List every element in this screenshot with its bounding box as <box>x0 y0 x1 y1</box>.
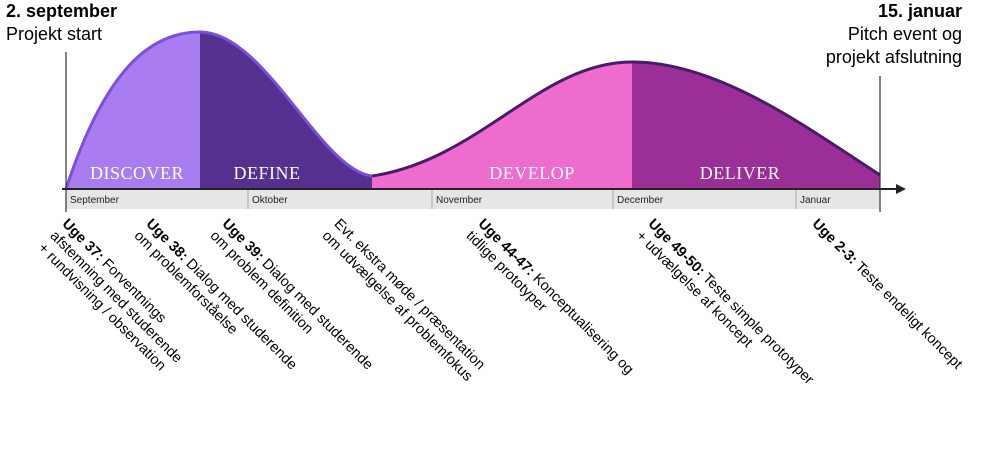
phase-label-discover: DISCOVER <box>90 163 184 183</box>
end-text-line-1: Pitch event og <box>847 24 962 44</box>
phase-label-deliver: DELIVER <box>700 163 780 183</box>
month-band <box>66 189 880 209</box>
discover-define-wave-outline <box>64 30 373 190</box>
project-end-label: 15. januar Pitch event og projekt afslut… <box>826 0 962 69</box>
month-label-januar: Januar <box>800 195 831 206</box>
timeline-arrowhead <box>896 184 906 194</box>
phase-label-define: DEFINE <box>234 163 301 183</box>
develop-deliver-wave-outline <box>371 60 881 178</box>
end-date: 15. januar <box>877 1 962 21</box>
month-label-september: September <box>70 195 120 206</box>
month-label-oktober: Oktober <box>252 195 288 206</box>
start-date: 2. september <box>6 1 118 21</box>
start-text: Projekt start <box>6 24 103 44</box>
phase-label-develop: DEVELOP <box>489 163 575 183</box>
month-label-november: November <box>436 195 483 206</box>
month-label-december: December <box>617 195 664 206</box>
end-text-line-2: projekt afslutning <box>825 47 962 67</box>
project-start-label: 2. september Projekt start <box>6 0 117 46</box>
